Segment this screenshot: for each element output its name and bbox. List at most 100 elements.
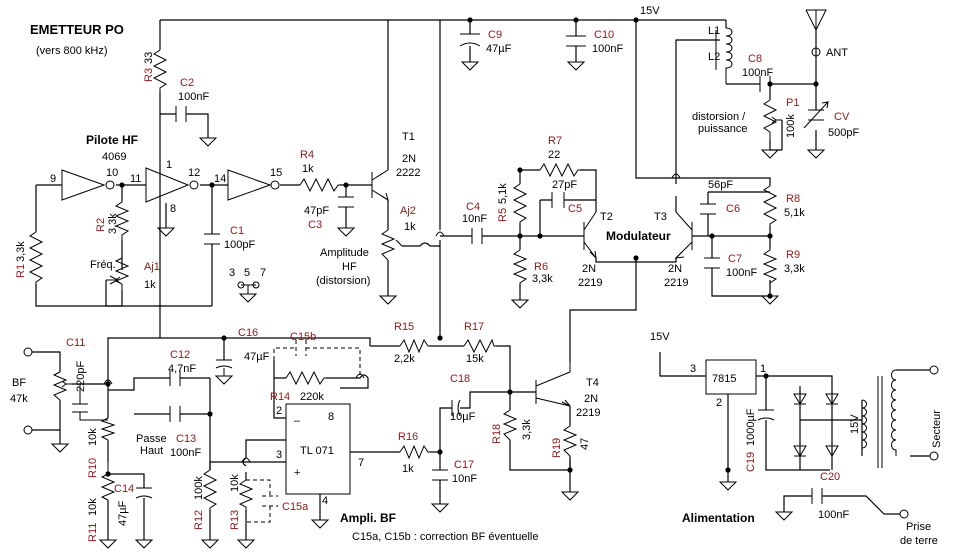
r16-val: 1k	[402, 463, 414, 475]
c13-val: 100nF	[170, 447, 201, 459]
prise-label-2: de terre	[900, 535, 938, 547]
passe-label-1: Passe	[136, 433, 167, 445]
c5-capacitor	[551, 192, 565, 208]
p1-ref: P1	[786, 97, 799, 109]
r9-ref: R9	[786, 249, 800, 261]
ground-icon	[134, 539, 154, 549]
c18-ref: C18	[450, 373, 470, 385]
supply-title: Alimentation	[682, 511, 755, 525]
r14-ref: R14	[270, 391, 290, 403]
mains-terminal-1	[929, 365, 939, 375]
note: C15a, C15b : correction BF éventuelle	[352, 531, 539, 543]
r7-val: 22	[548, 149, 560, 161]
c13-capacitor	[169, 406, 181, 422]
c10-capacitor	[566, 35, 586, 47]
pin-8: 8	[170, 203, 176, 215]
bf-input-terminal-1	[23, 347, 33, 357]
ground-icon	[806, 149, 826, 159]
c1-val: 100pF	[224, 239, 255, 251]
r3-val: 33	[143, 52, 155, 64]
bf-potentiometer	[52, 371, 68, 401]
ground-icon	[560, 491, 580, 501]
aj2-trimmer	[380, 229, 396, 261]
t2-type2: 2219	[578, 277, 602, 289]
c20-ref: C20	[820, 471, 840, 483]
r10-ref: R10	[87, 458, 99, 478]
r10-val: 10k	[87, 428, 99, 446]
cv-ref: CV	[834, 111, 850, 123]
ground-icon	[510, 299, 530, 309]
c6-val: 56pF	[708, 179, 733, 191]
c12-val: 4,7nF	[168, 363, 196, 375]
r2-val: 3,3k	[107, 213, 119, 234]
c2-capacitor	[175, 106, 187, 122]
c10-val: 100nF	[592, 43, 623, 55]
c11-val: 220pF	[75, 361, 87, 392]
r16-ref: R16	[398, 431, 418, 443]
pin-7: 7	[260, 267, 266, 279]
t2-type1: 2N	[582, 263, 596, 275]
c1-ref: C1	[230, 225, 244, 237]
l2-ref: L2	[708, 51, 720, 63]
c6-ref: C6	[726, 203, 740, 215]
cv-variable-capacitor	[803, 101, 830, 129]
p1-val: 100k	[785, 114, 797, 138]
reg-label: 7815	[712, 373, 736, 385]
op-pin-8: 8	[328, 411, 334, 423]
modulator-title: Modulateur	[606, 229, 671, 243]
title: EMETTEUR PO	[30, 22, 124, 37]
t2-transistor	[583, 211, 597, 260]
reg-pin-2: 2	[716, 397, 722, 409]
ground-icon	[98, 539, 118, 549]
bridge-rectifier	[793, 393, 839, 457]
r3-resistor	[152, 49, 168, 92]
r17-ref: R17	[464, 321, 484, 333]
t1-type2: 2222	[396, 167, 420, 179]
r19-resistor	[562, 425, 578, 457]
r2-resistor	[114, 201, 130, 240]
c8-ref: C8	[748, 53, 762, 65]
c7-capacitor	[704, 257, 720, 269]
pin-10: 10	[106, 167, 118, 179]
r8-val: 5,1k	[784, 207, 805, 219]
pin-15: 15	[270, 167, 282, 179]
t3-type1: 2N	[668, 263, 682, 275]
r9-resistor	[762, 249, 778, 284]
aj1-trimmer	[114, 257, 130, 290]
r11-ref: R11	[87, 523, 99, 542]
c10-ref: C10	[594, 29, 614, 41]
t4-type2: 2219	[576, 407, 600, 419]
r14-val: 220k	[300, 391, 324, 403]
pin-12: 12	[188, 167, 200, 179]
r10-resistor	[100, 417, 116, 441]
t4-ref: T4	[586, 377, 599, 389]
c6-capacitor	[700, 203, 716, 215]
reg-pin-1: 1	[760, 363, 766, 375]
r17-resistor	[463, 338, 496, 354]
r4-ref: R4	[300, 149, 314, 161]
r6-resistor	[512, 249, 528, 284]
ampli-title: Ampli. BF	[340, 511, 396, 525]
pin-9: 9	[50, 173, 56, 185]
r16-resistor	[399, 444, 430, 460]
cv-val: 500pF	[828, 127, 859, 139]
c11-ref: C11	[66, 337, 85, 349]
transformer-15v: 15V	[849, 414, 861, 434]
r7-resistor	[539, 162, 580, 178]
pilot-title: Pilote HF	[86, 133, 138, 147]
ampl-label-1: Amplitude	[320, 247, 369, 259]
op-pin-7: 7	[358, 457, 364, 469]
ant-terminal	[811, 47, 821, 57]
ground-icon	[378, 295, 398, 305]
t1-transistor	[371, 169, 389, 202]
t3-transistor	[674, 211, 693, 259]
l1-l2-coil	[725, 27, 733, 84]
t4-type1: 2N	[584, 393, 598, 405]
c5-ref: C5	[568, 203, 582, 215]
r4-val: 1k	[302, 163, 314, 175]
r6-val: 3,3k	[532, 273, 553, 285]
r15-val: 2,2k	[394, 353, 415, 365]
ground-icon	[566, 61, 586, 71]
r5-val: 5,1k	[497, 183, 509, 204]
